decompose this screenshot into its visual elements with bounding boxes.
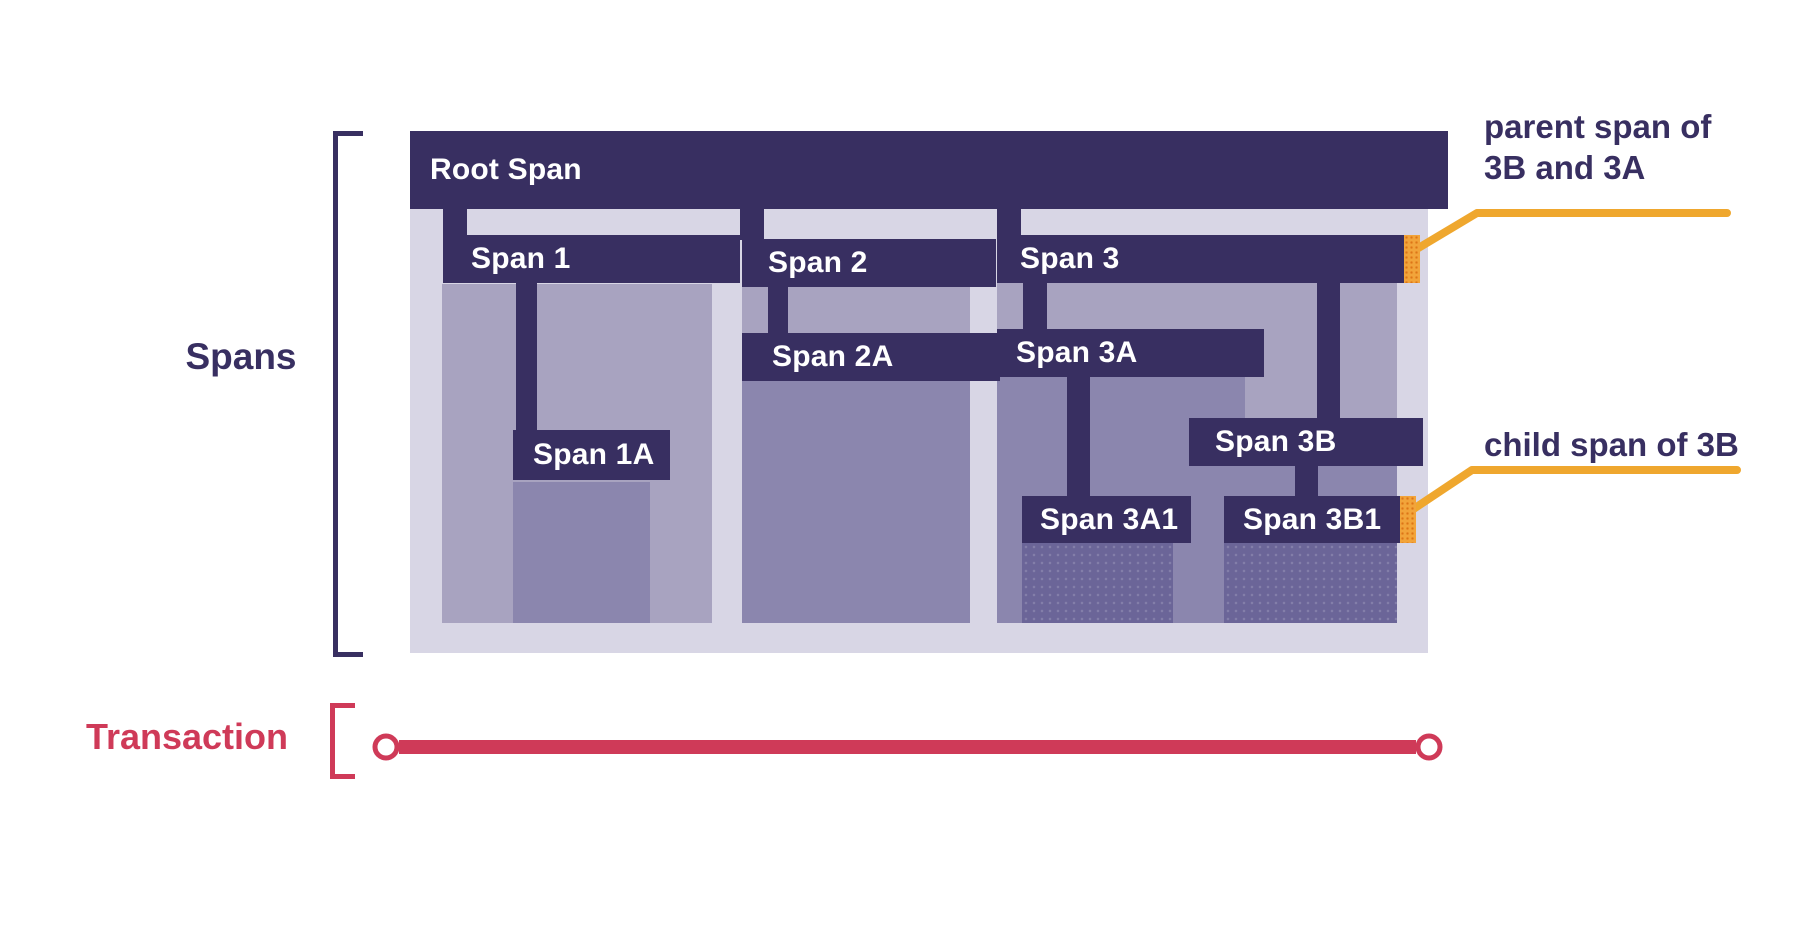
connector-span-3-to-3b [1317, 282, 1340, 419]
annotation-parent-line2: 3B and 3A [1484, 149, 1646, 186]
span-3b1-highlight-marker [1400, 496, 1416, 543]
connector-span-3a-to-3a1 [1067, 376, 1090, 497]
transaction-label: Transaction [85, 716, 289, 757]
span-3a1-track [1022, 543, 1173, 623]
connector-root-to-span-2 [740, 209, 764, 240]
annotation-child-span: child span of 3B [1484, 424, 1739, 465]
span-2a-track [742, 381, 970, 623]
span-3a-label: Span 3A [1016, 336, 1138, 369]
spans-bracket-cap-bottom [333, 652, 363, 657]
span-1a-track [513, 482, 650, 623]
transaction-bracket-cap-top [330, 703, 355, 708]
callout-line-parent [1396, 209, 1731, 263]
span-bar-span-3b: Span 3B [1189, 418, 1423, 466]
span-1a-label: Span 1A [533, 438, 655, 471]
span-3-highlight-marker [1404, 235, 1420, 283]
span-2a-label: Span 2A [772, 340, 894, 373]
span-bar-span-3: Span 3 [997, 235, 1420, 283]
span-3b1-track [1224, 543, 1397, 623]
connector-root-to-span-1 [443, 209, 467, 236]
span-bar-span-2a: Span 2A [742, 333, 1000, 381]
spans-label: Spans [185, 336, 297, 377]
span-bar-span-3a: Span 3A [997, 329, 1264, 377]
spans-bracket-stem [333, 131, 338, 657]
transaction-bracket-cap-bottom [330, 774, 355, 779]
annotation-child-line1: child span of 3B [1484, 426, 1739, 463]
connector-span-2-to-2a [768, 286, 788, 334]
span-1-label: Span 1 [471, 242, 571, 275]
spans-bracket-cap-top [333, 131, 363, 136]
connector-span-1-to-1a [516, 283, 537, 431]
span-bar-span-2: Span 2 [742, 239, 996, 287]
span-bar-span-3b1: Span 3B1 [1224, 496, 1416, 543]
timeline-endpoint-left [372, 733, 400, 761]
connector-span-3-to-3a [1023, 282, 1047, 330]
transaction-bracket-stem [330, 703, 335, 779]
root-span-label: Root Span [430, 153, 582, 186]
annotation-parent-line1: parent span of [1484, 108, 1712, 145]
span-3-label: Span 3 [1020, 242, 1120, 275]
span-3b-label: Span 3B [1215, 425, 1337, 458]
timeline-endpoint-right [1415, 733, 1443, 761]
connector-root-to-span-3 [997, 209, 1021, 236]
span-3a1-label: Span 3A1 [1040, 502, 1179, 536]
span-2-label: Span 2 [768, 246, 868, 279]
span-bar-span-1a: Span 1A [513, 430, 670, 480]
connector-span-3b-to-3b1 [1295, 465, 1318, 497]
root-span: Root Span [410, 131, 1448, 209]
callout-line-child [1393, 466, 1741, 524]
annotation-parent-span: parent span of 3B and 3A [1484, 106, 1711, 188]
span-bar-span-3a1: Span 3A1 [1022, 496, 1191, 543]
span-3b1-label: Span 3B1 [1243, 502, 1382, 536]
span-bar-span-1: Span 1 [443, 235, 740, 283]
